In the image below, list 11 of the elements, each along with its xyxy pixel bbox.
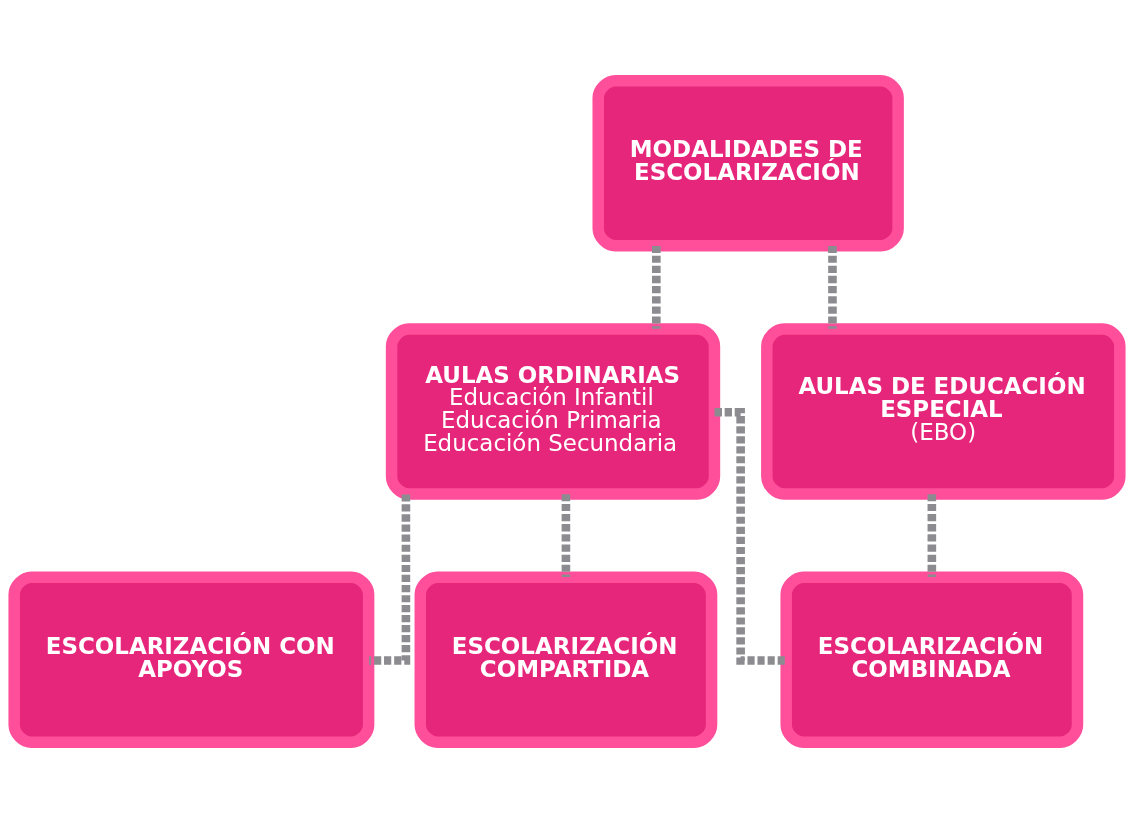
connector — [828, 245, 837, 329]
node-box: ESCOLARIZACIÓN CON APOYOS — [8, 571, 375, 748]
node-box: AULAS DE EDUCACIÓN ESPECIAL (EBO) — [761, 323, 1126, 500]
node-box: AULAS ORDINARIAS Educación Infantil Educación Primaria Educación Secundaria — [385, 323, 721, 500]
connector — [927, 494, 937, 577]
node-box: MODALIDADES DE ESCOLARIZACIÓN — [592, 75, 904, 252]
node-box: ESCOLARIZACIÓN COMBINADA — [780, 571, 1084, 748]
connector — [561, 494, 571, 577]
node-box: ESCOLARIZACIÓN COMPARTIDA — [414, 571, 718, 748]
connector — [714, 407, 786, 665]
connector — [652, 245, 661, 329]
